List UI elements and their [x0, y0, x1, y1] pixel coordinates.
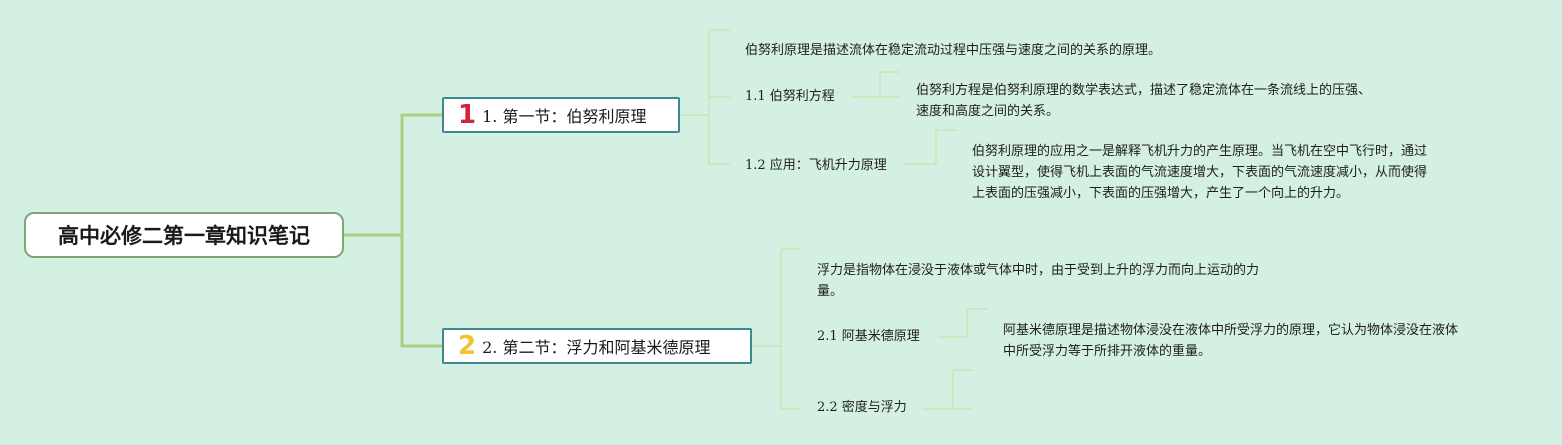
subsection-1-2-title[interactable]: 1.2 应用：飞机升力原理 [745, 158, 887, 173]
subsection-2-1-detail[interactable]: 阿基米德原理是描述物体浸没在液体中所受浮力的原理，它认为物体浸没在液体 中所受浮… [1003, 320, 1458, 362]
priority-2-icon: 2 [458, 331, 477, 361]
section-2-title: 2. 第二节：浮力和阿基米德原理 [482, 338, 711, 357]
subsection-2-1-title[interactable]: 2.1 阿基米德原理 [817, 329, 920, 344]
section-1-intro[interactable]: 伯努利原理是描述流体在稳定流动过程中压强与速度之间的关系的原理。 [745, 43, 1162, 58]
detail-line: 速度和高度之间的关系。 [916, 104, 1060, 119]
section-2-node[interactable]: 2 2. 第二节：浮力和阿基米德原理 [442, 328, 752, 364]
priority-1-icon: 1 [458, 100, 477, 130]
detail-line: 上表面的压强减小，下表面的压强增大，产生了一个向上的升力。 [972, 186, 1350, 201]
detail-line: 设计翼型，使得飞机上表面的气流速度增大，下表面的气流速度减小，从而使得 [972, 165, 1428, 180]
section-1-node[interactable]: 1 1. 第一节：伯努利原理 [442, 97, 680, 133]
detail-line: 伯努利方程是伯努利原理的数学表达式，描述了稳定流体在一条流线上的压强、 [916, 83, 1372, 98]
root-topic[interactable]: 高中必修二第一章知识笔记 [24, 212, 344, 258]
section-2-intro[interactable]: 浮力是指物体在浸没于液体或气体中时，由于受到上升的浮力而向上运动的力 量。 [817, 260, 1259, 302]
subsection-1-1-title[interactable]: 1.1 伯努利方程 [745, 89, 835, 104]
intro-line: 浮力是指物体在浸没于液体或气体中时，由于受到上升的浮力而向上运动的力 [817, 263, 1260, 278]
subsection-1-1-detail[interactable]: 伯努利方程是伯努利原理的数学表达式，描述了稳定流体在一条流线上的压强、 速度和高… [916, 80, 1371, 122]
subsection-2-2-title[interactable]: 2.2 密度与浮力 [817, 400, 907, 415]
detail-line: 伯努利原理的应用之一是解释飞机升力的产生原理。当飞机在空中飞行时，通过 [972, 144, 1428, 159]
subsection-1-2-detail[interactable]: 伯努利原理的应用之一是解释飞机升力的产生原理。当飞机在空中飞行时，通过 设计翼型… [972, 141, 1427, 204]
detail-line: 中所受浮力等于所排开液体的重量。 [1003, 344, 1212, 359]
detail-line: 阿基米德原理是描述物体浸没在液体中所受浮力的原理，它认为物体浸没在液体 [1003, 323, 1459, 338]
section-1-title: 1. 第一节：伯努利原理 [482, 107, 647, 126]
intro-line: 量。 [817, 284, 844, 299]
